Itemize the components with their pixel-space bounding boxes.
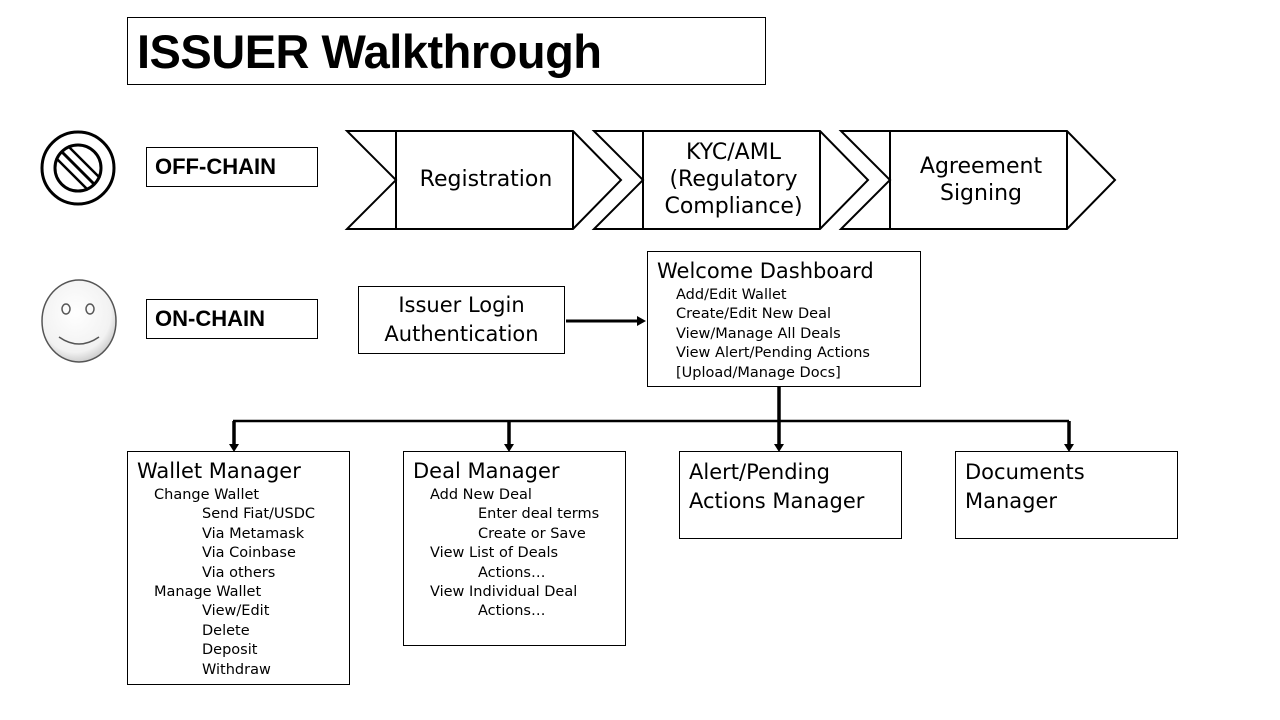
kyc-step-line: KYC/AML — [686, 140, 781, 165]
issuer-login-label: Issuer Login Authentication — [359, 291, 564, 349]
wallet-manager-title: Wallet Manager — [137, 459, 301, 483]
page-title: ISSUER Walkthrough — [137, 25, 602, 78]
wallet-subitem: View/Edit — [202, 603, 270, 620]
dashboard-item: View Alert/Pending Actions — [676, 345, 870, 362]
wallet-subitem: Deposit — [202, 642, 258, 659]
welcome-dashboard-box: Welcome Dashboard Add/Edit Wallet Create… — [647, 251, 921, 387]
registration-step-label: Registration — [419, 167, 553, 192]
deal-item: Add New Deal — [430, 487, 532, 503]
wallet-manager-box: Wallet Manager Change Wallet Send Fiat/U… — [127, 451, 350, 685]
deal-manager-box: Deal Manager Add New Deal Enter deal ter… — [403, 451, 626, 646]
agreement-step-line: Agreement — [919, 154, 1043, 179]
deal-manager-title: Deal Manager — [413, 459, 560, 483]
deal-subitem: Actions… — [478, 564, 546, 581]
agreement-step-line: Signing — [939, 181, 1022, 206]
wallet-subitem: Delete — [202, 622, 250, 639]
wallet-subitem: Via others — [202, 564, 276, 581]
dashboard-item: View/Manage All Deals — [676, 325, 841, 342]
wallet-subitem: Via Coinbase — [202, 545, 296, 562]
offchain-lane-label: OFF-CHAIN — [146, 147, 318, 187]
deal-item: View List of Deals — [430, 545, 559, 562]
onchain-lane-label: ON-CHAIN — [146, 299, 318, 339]
dashboard-item-list: Add/Edit Wallet Create/Edit New Deal Vie… — [676, 286, 870, 383]
title-box: ISSUER Walkthrough — [127, 17, 766, 85]
documents-title-line: Manager — [965, 489, 1058, 513]
deal-item-list: Add New Deal Enter deal terms Create or … — [430, 486, 599, 622]
alert-manager-title: Alert/Pending Actions Manager — [689, 458, 864, 516]
dashboard-branch-arrows — [232, 387, 1071, 446]
wallet-subitem: Withdraw — [202, 661, 271, 678]
documents-manager-title: Documents Manager — [965, 458, 1085, 516]
issuer-login-box: Issuer Login Authentication — [358, 286, 565, 354]
wallet-subitem: Send Fiat/USDC — [202, 506, 316, 523]
deal-subitem: Enter deal terms — [478, 506, 600, 523]
alert-title-line: Actions Manager — [689, 489, 865, 513]
login-line: Issuer Login — [398, 293, 525, 317]
kyc-step-line: Compliance) — [664, 194, 803, 219]
wallet-item: Change Wallet — [154, 487, 260, 503]
dashboard-item: [Upload/Manage Docs] — [676, 364, 841, 381]
wallet-item: Manage Wallet — [154, 584, 262, 601]
deal-item: View Individual Deal — [430, 584, 578, 601]
dashboard-item: Create/Edit New Deal — [676, 306, 831, 323]
smiley-face-icon — [41, 279, 117, 363]
wallet-subitem: Via Metamask — [202, 525, 305, 542]
kyc-step-line: (Regulatory — [669, 167, 798, 192]
no-symbol-icon — [40, 130, 116, 206]
agreement-step-label: Agreement Signing — [894, 153, 1068, 207]
deal-subitem: Actions… — [478, 603, 546, 620]
wallet-item-list: Change Wallet Send Fiat/USDC Via Metamas… — [154, 486, 315, 680]
documents-manager-box: Documents Manager — [955, 451, 1178, 539]
dashboard-title: Welcome Dashboard — [657, 259, 874, 283]
alert-title-line: Alert/Pending — [689, 460, 831, 484]
documents-title-line: Documents — [965, 460, 1085, 484]
alert-manager-box: Alert/Pending Actions Manager — [679, 451, 902, 539]
dashboard-item: Add/Edit Wallet — [676, 287, 787, 303]
deal-subitem: Create or Save — [478, 525, 586, 542]
login-line: Authentication — [384, 322, 539, 346]
kyc-step-label: KYC/AML (Regulatory Compliance) — [645, 139, 822, 220]
